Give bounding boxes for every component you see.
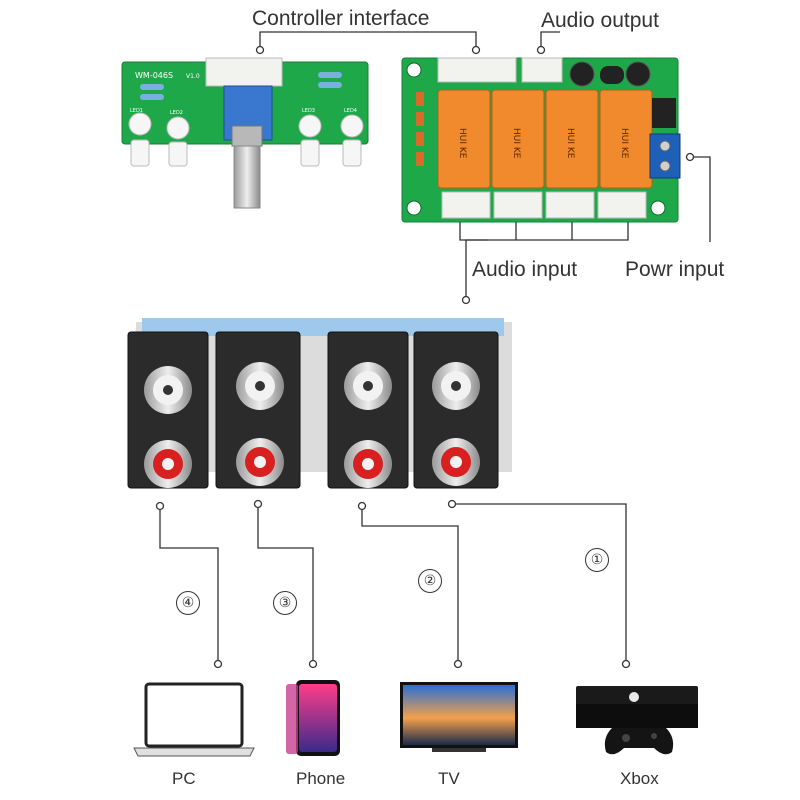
device-label-xbox: Xbox <box>620 769 659 788</box>
led-label-4: LED4 <box>344 108 357 114</box>
led-label-3: LED3 <box>302 108 315 114</box>
control-board-model: WM-046S <box>135 71 173 80</box>
led-label-2: LED2 <box>170 110 183 116</box>
control-board: WM-046S V1.0 LED1 LED2 <box>121 57 369 209</box>
connector-dots <box>155 45 695 669</box>
input-number-4: ④ <box>176 591 200 615</box>
laptop-icon <box>133 682 255 757</box>
device-label-pc: PC <box>172 769 196 788</box>
input-number-2: ② <box>418 569 442 593</box>
rca-jack-block <box>127 318 512 489</box>
relay-label-3: HUI KE <box>565 128 575 159</box>
relay-label-2: HUI KE <box>511 128 521 159</box>
controller-connector <box>437 57 517 83</box>
audio-output-label: Audio output <box>541 9 659 32</box>
input-number-1: ① <box>585 548 609 572</box>
audio-input-connectors <box>441 191 647 219</box>
connector-lines <box>159 31 711 662</box>
relay-board: HUI KE HUI KE HUI KE HUI KE <box>401 57 681 223</box>
rca-jacks-red <box>144 438 480 488</box>
power-input-label: Powr input <box>625 258 725 281</box>
input-number-3: ③ <box>273 591 297 615</box>
audio-output-connector <box>521 57 563 83</box>
relay-label-4: HUI KE <box>619 128 629 159</box>
led-label-1: LED1 <box>130 108 143 114</box>
relay-group <box>437 89 653 189</box>
device-label-tv: TV <box>438 769 460 788</box>
tv-icon <box>400 682 518 752</box>
controller-interface-label: Controller interface <box>252 7 430 30</box>
audio-input-label: Audio input <box>472 258 578 281</box>
control-board-version: V1.0 <box>186 73 200 80</box>
relay-label-1: HUI KE <box>457 128 467 159</box>
xbox-console-icon <box>576 686 698 755</box>
phone-icon <box>286 680 340 756</box>
device-label-phone: Phone <box>296 769 346 788</box>
rca-jacks-white <box>144 362 480 414</box>
